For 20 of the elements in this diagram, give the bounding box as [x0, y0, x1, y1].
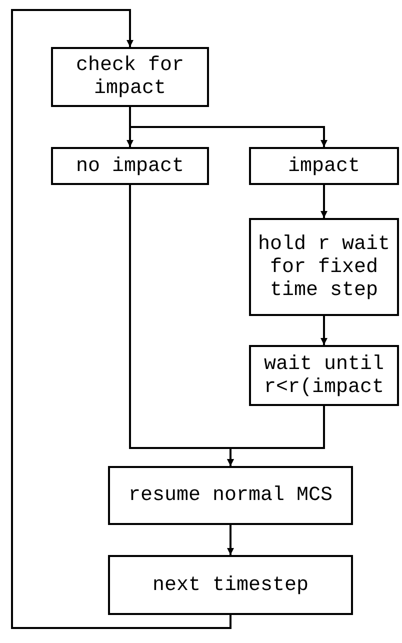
arrow: [227, 525, 234, 555]
arrow: [227, 406, 325, 466]
process-box: [51, 47, 209, 107]
arrow: [320, 316, 328, 345]
step-text: next timestep: [152, 574, 309, 596]
step-text: resume normal MCS: [128, 484, 333, 507]
process-box: [249, 147, 399, 185]
process-box: [249, 218, 399, 316]
process-box: [108, 555, 353, 615]
process-box: [249, 345, 399, 406]
step-text: check for impact: [74, 54, 186, 100]
step-text: hold r wait for fixed time step: [256, 232, 392, 302]
process-box: [51, 147, 209, 185]
arrow: [129, 107, 328, 147]
arrow: [320, 185, 328, 218]
step-text: no impact: [76, 154, 184, 178]
step-text: impact: [288, 154, 360, 178]
process-box: [108, 466, 353, 525]
step-text: wait until r<r(impact: [262, 352, 386, 398]
arrow: [11, 9, 232, 629]
